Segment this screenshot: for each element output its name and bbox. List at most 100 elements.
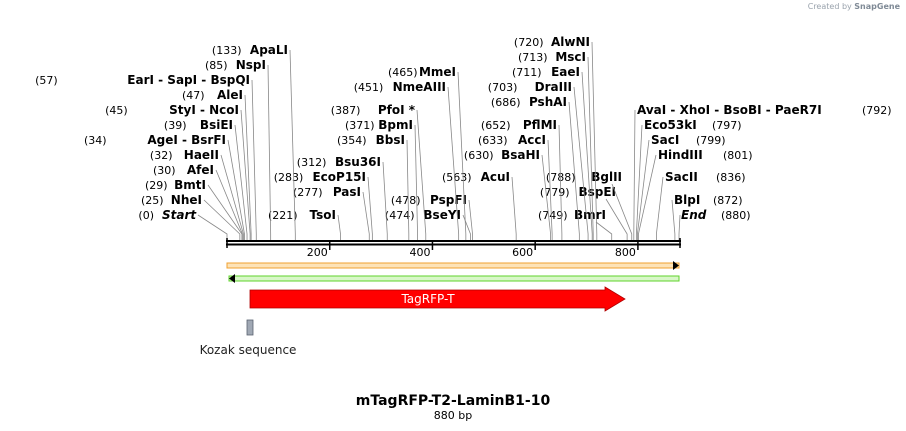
cut-site-line: [547, 139, 553, 240]
ruler-tick-label: 800: [615, 246, 636, 259]
mid-site-7-position: (703): [488, 81, 518, 94]
left-site-6-enzyme[interactable]: StyI - NcoI: [169, 103, 239, 117]
rightgroup-site-2-enzyme[interactable]: BglII: [591, 170, 622, 184]
mid-site-8-enzyme[interactable]: EaeI: [551, 65, 580, 79]
midleft-site-1-position: (277): [293, 186, 323, 199]
right-site-5-enzyme[interactable]: AvaI - XhoI - BsoBI - PaeR7I: [637, 103, 822, 117]
mid-site-9-enzyme[interactable]: MscI: [555, 50, 586, 64]
cut-site-line: [416, 109, 427, 240]
left-site-8-position: (57): [35, 74, 58, 87]
midleft-site-0-position: (221): [268, 209, 298, 222]
right-site-3-enzyme[interactable]: SacI: [651, 133, 679, 147]
tagrfp-arrow[interactable]: [249, 286, 626, 312]
rightgroup-site-0-position: (749): [538, 209, 568, 222]
tagrfp-label: TagRFP-T: [400, 292, 455, 306]
cut-site-line: [337, 214, 341, 240]
mid-site-1-enzyme[interactable]: PspFI: [430, 193, 467, 207]
cut-site-line: [197, 214, 228, 240]
orf-arrows[interactable]: [226, 261, 680, 283]
midleft-site-8-enzyme[interactable]: MmeI: [419, 65, 456, 79]
left-site-10-position: (133): [212, 44, 242, 57]
midleft-site-7-position: (451): [354, 81, 384, 94]
cut-site-line: [591, 41, 598, 240]
cut-site-line: [251, 79, 257, 240]
mid-site-4-position: (633): [478, 134, 508, 147]
right-site-4-enzyme[interactable]: Eco53kI: [644, 118, 697, 132]
midleft-site-7-enzyme[interactable]: NmeAIII: [393, 80, 446, 94]
cut-site-line: [611, 183, 633, 240]
midleft-site-8-position: (465): [388, 66, 418, 79]
left-site-2-enzyme[interactable]: AfeI: [187, 163, 214, 177]
cut-site-line: [462, 214, 471, 240]
left-site-3-position: (32): [150, 149, 173, 162]
cut-site-line: [414, 124, 418, 240]
right-site-0-enzyme[interactable]: BlpI: [674, 193, 700, 207]
mid-site-2-enzyme[interactable]: AcuI: [481, 170, 510, 184]
left-site-8-enzyme[interactable]: EarI - SapI - BspQI: [127, 73, 250, 87]
cut-site-line: [558, 124, 563, 240]
end-label: End: [681, 208, 707, 222]
left-site-3-enzyme[interactable]: HaeII: [184, 148, 219, 162]
cut-site-line: [362, 191, 370, 240]
left-site-9-position: (85): [205, 59, 228, 72]
ruler-tick-label: 400: [409, 246, 430, 259]
right-site-5-position: (792): [862, 104, 892, 117]
cut-site-line: [511, 176, 517, 240]
kozak-box[interactable]: [246, 319, 254, 336]
left-site-10-enzyme[interactable]: ApaLI: [250, 43, 288, 57]
midleft-site-0-enzyme[interactable]: TsoI: [310, 208, 336, 222]
cut-site-line: [227, 139, 245, 240]
cut-site-line: [234, 124, 248, 240]
backbone-bottom-strand: [226, 243, 681, 246]
cut-site-line: [633, 109, 636, 240]
left-site-7-position: (47): [182, 89, 205, 102]
right-site-1-enzyme[interactable]: SacII: [665, 170, 698, 184]
left-site-0-enzyme[interactable]: NheI: [171, 193, 202, 207]
left-site-0-position: (25): [141, 194, 164, 207]
cut-site-line: [635, 124, 643, 240]
left-site-1-enzyme[interactable]: BmtI: [174, 178, 206, 192]
left-site-1-position: (29): [145, 179, 168, 192]
cut-site-line: [240, 109, 251, 240]
cut-site-line: [638, 154, 657, 240]
ruler-tick-label: 600: [512, 246, 533, 259]
cut-site-line: [636, 139, 650, 240]
left-site-5-enzyme[interactable]: BsiEI: [200, 118, 233, 132]
rightgroup-site-1-enzyme[interactable]: BspEI: [578, 185, 616, 199]
reverse-orf-bar[interactable]: [228, 275, 680, 282]
feature-kozak[interactable]: Kozak sequence: [200, 319, 297, 357]
left-site-4-enzyme[interactable]: AgeI - BsrFI: [147, 133, 226, 147]
cut-site-line: [457, 71, 467, 240]
cut-site-line: [267, 64, 272, 240]
mid-site-10-enzyme[interactable]: AlwNI: [551, 35, 590, 49]
mid-site-2-position: (563): [442, 171, 472, 184]
mid-site-7-enzyme[interactable]: DraIII: [535, 80, 572, 94]
cut-site-line: [541, 154, 551, 240]
forward-orf-arrowhead: [673, 261, 679, 270]
midleft-site-5-enzyme[interactable]: BpmI: [378, 118, 413, 132]
mid-site-0-enzyme[interactable]: BseYI: [423, 208, 461, 222]
mid-site-3-enzyme[interactable]: BsaHI: [501, 148, 540, 162]
mid-site-6-enzyme[interactable]: PshAI: [529, 95, 567, 109]
left-site-7-enzyme[interactable]: AleI: [217, 88, 243, 102]
midleft-site-4-enzyme[interactable]: BbsI: [376, 133, 405, 147]
left-site-9-enzyme[interactable]: NspI: [236, 58, 266, 72]
midleft-site-2-enzyme[interactable]: EcoP15I: [312, 170, 366, 184]
right-site-2-enzyme[interactable]: HindIII: [658, 148, 703, 162]
midleft-site-1-enzyme[interactable]: PasI: [333, 185, 361, 199]
midleft-site-6-enzyme[interactable]: PfoI *: [378, 103, 416, 117]
right-site-1-position: (836): [716, 171, 746, 184]
rightgroup-site-0-enzyme[interactable]: BmrI: [574, 208, 606, 222]
cut-site-line: [573, 86, 589, 240]
right-site-3-position: (799): [696, 134, 726, 147]
cut-site-line: [244, 94, 252, 240]
midleft-site-3-enzyme[interactable]: Bsu36I: [335, 155, 381, 169]
mid-site-4-enzyme[interactable]: AccI: [518, 133, 546, 147]
cut-site-line: [447, 86, 460, 240]
mid-site-5-enzyme[interactable]: PflMI: [523, 118, 557, 132]
feature-tagrfp-t[interactable]: TagRFP-T: [249, 286, 626, 312]
mid-site-10-position: (720): [514, 36, 544, 49]
right-site-2-position: (801): [723, 149, 753, 162]
forward-orf-bar[interactable]: [226, 262, 680, 269]
cut-site-line: [289, 49, 296, 240]
